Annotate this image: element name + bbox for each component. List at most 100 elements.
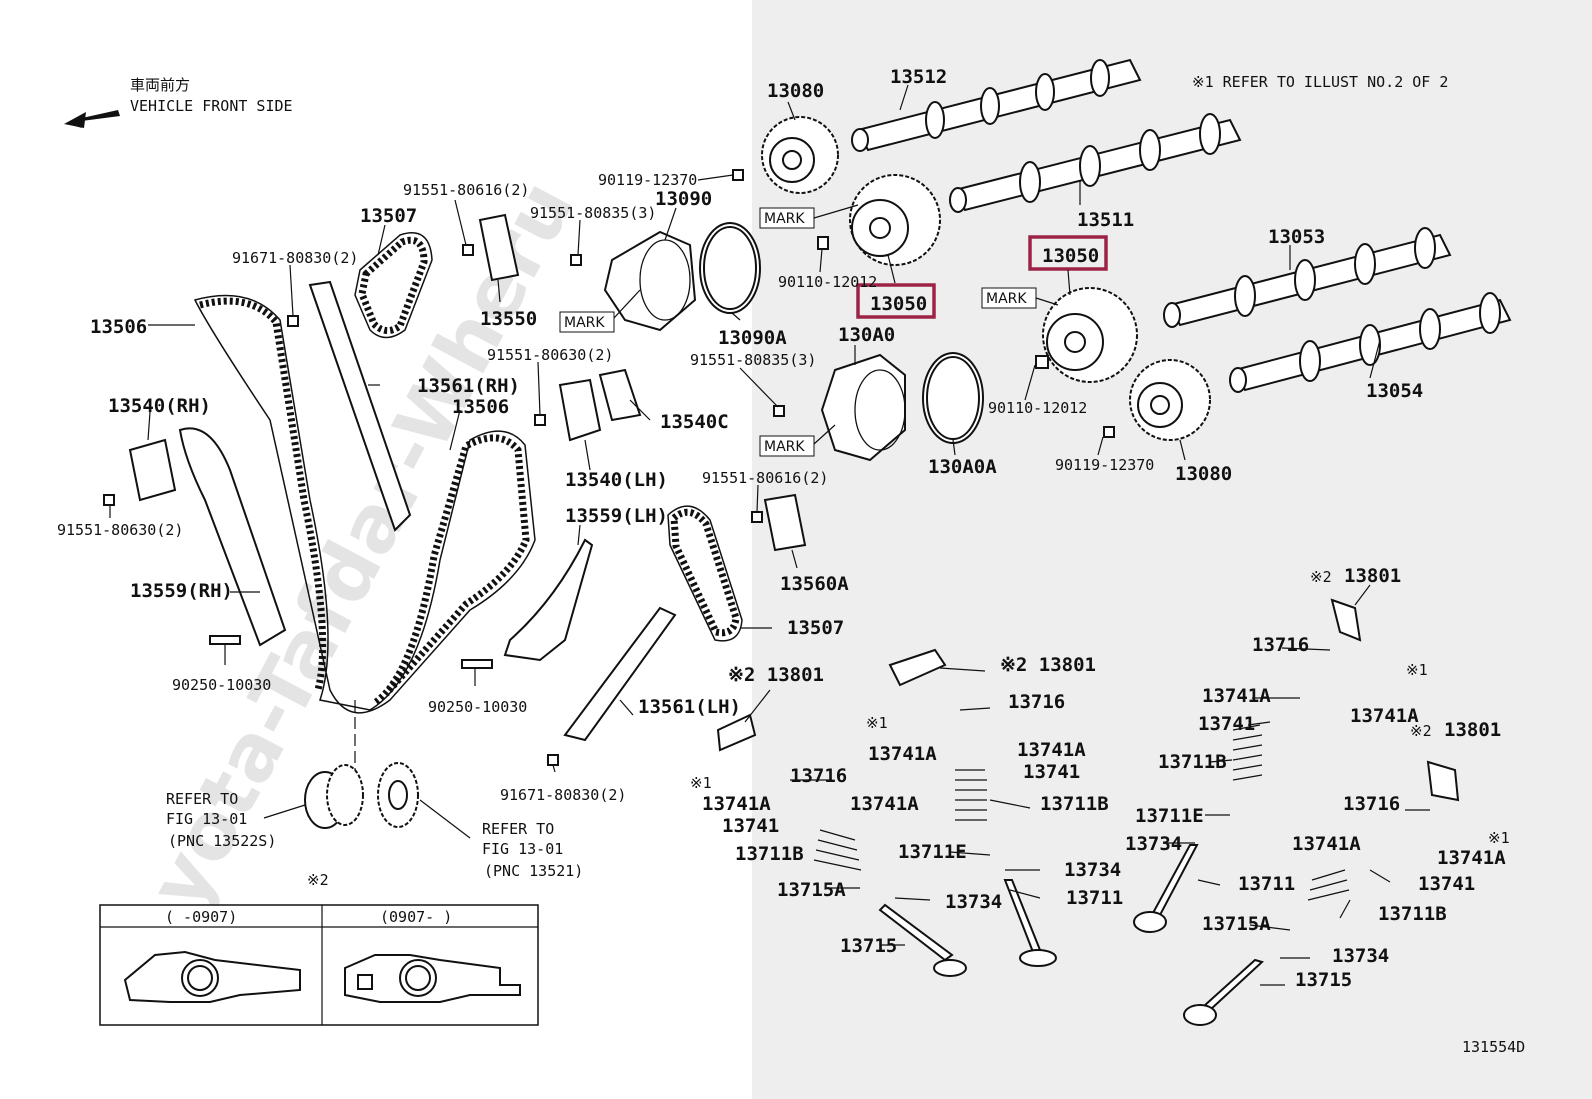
label-13711B-right-a: 13711B (1158, 751, 1227, 773)
mark-box-1: MARK (759, 204, 859, 229)
label-13080-lower: 13080 (1175, 463, 1232, 485)
label-91551-80616-a: 91551-80616(2) (403, 181, 529, 199)
highlight-13050-lower (1028, 235, 1108, 271)
label-13711B-right-b: 13711B (1378, 903, 1447, 925)
mark-label-4: MARK (764, 439, 805, 455)
mark-box-2: MARK (559, 289, 641, 333)
refer-note-13521-line1: REFER TO (482, 820, 554, 838)
mark-label-3: MARK (986, 291, 1027, 307)
label-13741A-left-a: 13741A (702, 793, 771, 815)
tensioner-13550 (478, 213, 520, 282)
refer-illust-note: ※1 REFER TO ILLUST NO.2 OF 2 (1192, 73, 1448, 91)
label-13540C: 13540C (660, 411, 729, 433)
timing-chain-13507-lower (667, 505, 743, 642)
label-13080-upper: 13080 (767, 80, 824, 102)
diagram-id: 131554D (1462, 1038, 1525, 1056)
x1-right-mid: ※1 (1488, 829, 1510, 847)
label-13561-rh: 13561(RH) (417, 375, 520, 397)
label-91551-80630-b: 91551-80630(2) (57, 521, 183, 539)
label-13560A: 13560A (780, 573, 849, 595)
chain-slipper-13559-lh (503, 538, 594, 662)
vvt-gear-13050-lower (1042, 287, 1138, 383)
label-91551-80616-b: 91551-80616(2) (702, 469, 828, 487)
label-13090A: 13090A (718, 327, 787, 349)
x1-mid: ※1 (866, 714, 888, 732)
label-13053: 13053 (1268, 226, 1325, 248)
label-13711-right: 13711 (1238, 873, 1295, 895)
vehicle-front-en: VEHICLE FRONT SIDE (130, 97, 293, 115)
label-13711B-mid: 13711B (1040, 793, 1109, 815)
label-13711B-left: 13711B (735, 843, 804, 865)
valve-springs (813, 724, 1350, 901)
crank-sprocket-13521 (377, 762, 419, 828)
label-13716-right-top: 13716 (1252, 634, 1309, 656)
tensioner-13540-rh (128, 438, 177, 502)
label-13741A-left-b: 13741A (850, 793, 919, 815)
label-13050-lower: 13050 (1042, 245, 1099, 267)
label-13715A-left: 13715A (777, 879, 846, 901)
label-13741-right-a: 13741 (1198, 713, 1255, 735)
leader-lines (109, 84, 1430, 986)
label-13716-right-mid: 13716 (1343, 793, 1400, 815)
label-13511: 13511 (1077, 209, 1134, 231)
label-130A0: 130A0 (838, 324, 895, 346)
label-13540-lh: 13540(LH) (565, 469, 668, 491)
x1-right-top: ※1 (1406, 661, 1428, 679)
label-13711E-mid: 13711E (898, 841, 967, 863)
label-13734-right-b: 13734 (1332, 945, 1389, 967)
refer-note-13521: REFER TO FIG 13-01 (PNC 13521) (482, 820, 583, 880)
mark-box-4: MARK (759, 424, 836, 457)
tensioner-13540-lh (558, 378, 602, 442)
label-13050-upper: 13050 (870, 293, 927, 315)
note-13801-right-mid: ※2 (1410, 722, 1432, 740)
label-13054: 13054 (1366, 380, 1423, 402)
label-13734-mid: 13734 (1064, 859, 1121, 881)
inset-roller-right-inner (405, 965, 431, 991)
label-13550: 13550 (480, 308, 537, 330)
label-91551-80835-a: 91551-80835(3) (530, 204, 656, 222)
label-90250-b: 90250-10030 (428, 698, 527, 716)
camshaft-13512 (851, 58, 1142, 152)
label-13741A-mid-b: 13741A (1017, 739, 1086, 761)
label-13734-left: 13734 (945, 891, 1002, 913)
mark-label-1: MARK (764, 211, 805, 227)
label-90119-lower: 90119-12370 (1055, 456, 1154, 474)
label-13741A-right-d: 13741A (1437, 847, 1506, 869)
label-90110-upper: 90110-12012 (778, 273, 877, 291)
label-13741A-right-b: 13741A (1350, 705, 1419, 727)
timing-chain-13506 (193, 294, 536, 714)
rocker-arms (716, 598, 1460, 802)
timing-chain-13507-upper (354, 232, 433, 339)
label-13506-a: 13506 (90, 316, 147, 338)
refer-note-13522: REFER TO FIG 13-01 (PNC 13522S) (166, 790, 276, 850)
cover-13090 (603, 230, 697, 332)
refer-note-13522-line1: REFER TO (166, 790, 238, 808)
sprocket-13080-upper (761, 116, 839, 194)
label-13741-mid: 13741 (1023, 761, 1080, 783)
label-13734-right-a: 13734 (1125, 833, 1182, 855)
label-90110-lower: 90110-12012 (988, 399, 1087, 417)
label-13741A-right-c: 13741A (1292, 833, 1361, 855)
plate-13540C (598, 368, 642, 422)
inset-col-right: (0907- ) (380, 908, 452, 926)
note-13801-right-top: ※2 (1310, 568, 1332, 586)
refer-note-13521-line2: FIG 13-01 (482, 840, 563, 858)
front-arrow-head-icon (64, 112, 86, 128)
pin-90250-b (461, 659, 493, 669)
vvt-gear-13050-upper (849, 174, 941, 266)
label-13506-b: 13506 (452, 396, 509, 418)
vehicle-front-jp: 車両前方 (130, 76, 190, 94)
refer-note-13522-line2: FIG 13-01 (166, 810, 247, 828)
cover-130A0 (820, 353, 906, 462)
inset-table: ※2 ( -0907) (0907- ) (99, 871, 539, 1026)
label-13741A-mid-a: 13741A (868, 743, 937, 765)
camshaft-13053 (1163, 227, 1452, 328)
label-91551-80630-a: 91551-80630(2) (487, 346, 613, 364)
x1-left: ※1 (690, 774, 712, 792)
label-13711E-right: 13711E (1135, 805, 1204, 827)
refer-note-13522-line3: (PNC 13522S) (168, 832, 276, 850)
front-arrow-icon (68, 110, 120, 128)
highlight-13050-upper (856, 283, 936, 319)
mark-box-3: MARK (981, 287, 1059, 309)
